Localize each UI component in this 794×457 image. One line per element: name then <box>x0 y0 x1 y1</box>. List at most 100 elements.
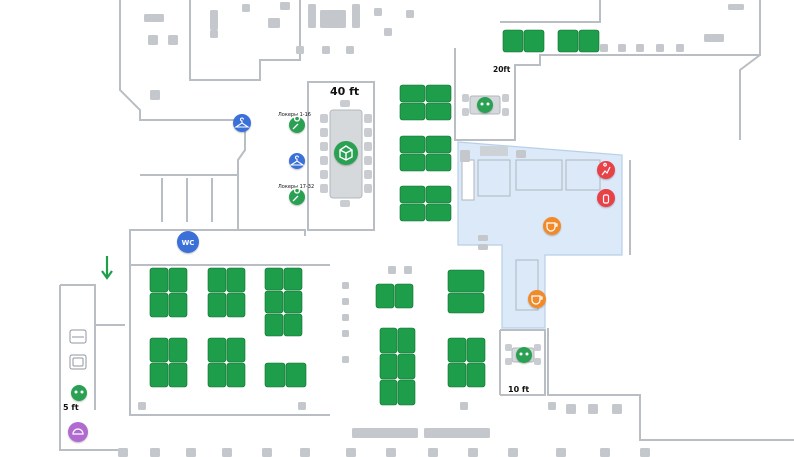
phone-booth-icon[interactable] <box>71 385 87 401</box>
desk[interactable] <box>283 313 303 337</box>
phone-booth-5ft[interactable] <box>71 385 87 401</box>
desk[interactable] <box>447 269 485 293</box>
desk[interactable] <box>285 362 307 388</box>
wall-segment <box>238 229 306 236</box>
desk[interactable] <box>399 84 426 103</box>
lockers-2-key[interactable] <box>289 187 305 205</box>
coffee-cup-icon[interactable] <box>543 217 561 235</box>
furniture-item <box>388 266 396 274</box>
desk[interactable] <box>283 267 303 291</box>
furniture <box>118 2 744 457</box>
meeting-room-20ft[interactable] <box>462 94 509 116</box>
desk[interactable] <box>264 290 284 314</box>
desk[interactable] <box>447 292 485 314</box>
desk[interactable] <box>394 283 414 309</box>
coffee-pin-lower[interactable] <box>528 290 546 308</box>
desk[interactable] <box>168 337 188 363</box>
desk[interactable] <box>425 84 452 103</box>
desk[interactable] <box>379 327 398 354</box>
desk[interactable] <box>149 267 169 293</box>
desk[interactable] <box>466 362 486 388</box>
desk[interactable] <box>379 379 398 406</box>
meeting-room-10ft[interactable] <box>505 344 541 365</box>
desk[interactable] <box>168 267 188 293</box>
furniture-item <box>342 330 349 337</box>
desk[interactable] <box>425 135 452 154</box>
furniture-item <box>150 90 160 100</box>
desk[interactable] <box>149 337 169 363</box>
lockers-label-1: Локеры 1-16 <box>278 112 311 118</box>
walls <box>59 0 794 451</box>
lockers-1-key[interactable] <box>289 115 305 133</box>
desk[interactable] <box>425 153 452 172</box>
furniture-item <box>556 448 566 457</box>
desk[interactable] <box>447 362 467 388</box>
desk[interactable] <box>466 337 486 363</box>
desk[interactable] <box>264 362 286 388</box>
desk[interactable] <box>264 313 284 337</box>
desk[interactable] <box>226 267 246 293</box>
desk[interactable] <box>207 337 227 363</box>
furniture-item <box>222 448 232 457</box>
wall-segment <box>129 265 330 416</box>
wc-pin[interactable]: WC <box>177 231 199 253</box>
desk[interactable] <box>149 292 169 318</box>
wardrobe-hanger-top[interactable] <box>233 114 251 132</box>
desk[interactable] <box>397 353 416 380</box>
meeting-room-icon[interactable] <box>477 97 493 113</box>
furniture-item <box>508 448 518 457</box>
furniture-item <box>386 448 396 457</box>
lockers-label-2: Локеры 17-32 <box>278 184 314 190</box>
furniture-item <box>186 448 196 457</box>
fire-extinguisher-pin[interactable] <box>597 189 615 207</box>
desk[interactable] <box>399 153 426 172</box>
desk[interactable] <box>502 29 524 53</box>
desk[interactable] <box>264 267 284 291</box>
desk[interactable] <box>207 267 227 293</box>
desk[interactable] <box>578 29 600 53</box>
desk[interactable] <box>557 29 579 53</box>
desk[interactable] <box>168 362 188 388</box>
desk[interactable] <box>226 292 246 318</box>
lockers-2-hanger[interactable] <box>289 153 305 169</box>
wall-segment <box>547 328 794 441</box>
desk[interactable] <box>207 362 227 388</box>
desk[interactable] <box>149 362 169 388</box>
conference-room-40ft[interactable] <box>320 100 372 207</box>
desk[interactable] <box>399 185 426 204</box>
meeting-room-icon[interactable] <box>516 347 532 363</box>
desk[interactable] <box>399 203 426 222</box>
desk[interactable] <box>397 379 416 406</box>
desk[interactable] <box>399 102 426 121</box>
desk[interactable] <box>226 362 246 388</box>
emergency-exit-pin[interactable] <box>597 161 615 179</box>
desk[interactable] <box>425 102 452 121</box>
fire-extinguisher-icon[interactable] <box>597 189 615 207</box>
desk[interactable] <box>523 29 545 53</box>
furniture-item <box>346 46 354 54</box>
desk[interactable] <box>375 283 395 309</box>
desk[interactable] <box>397 327 416 354</box>
coffee-cup-icon[interactable] <box>528 290 546 308</box>
wall-segment <box>500 0 601 23</box>
desk[interactable] <box>399 135 426 154</box>
desk[interactable] <box>447 337 467 363</box>
emergency-exit-icon[interactable] <box>597 161 615 179</box>
coffee-pin-upper[interactable] <box>543 217 561 235</box>
desk[interactable] <box>207 292 227 318</box>
desk[interactable] <box>283 290 303 314</box>
service-icon[interactable] <box>68 422 88 442</box>
furniture-item <box>384 28 392 36</box>
furniture-item <box>118 448 128 457</box>
desk[interactable] <box>425 185 452 204</box>
kitchen-floor <box>457 141 623 329</box>
furniture-item <box>704 34 724 42</box>
furniture-item <box>300 448 310 457</box>
desk[interactable] <box>425 203 452 222</box>
desk[interactable] <box>379 353 398 380</box>
purple-service-pin[interactable] <box>68 422 88 442</box>
wc-icon[interactable] <box>177 231 199 253</box>
desk[interactable] <box>168 292 188 318</box>
desk[interactable] <box>226 337 246 363</box>
